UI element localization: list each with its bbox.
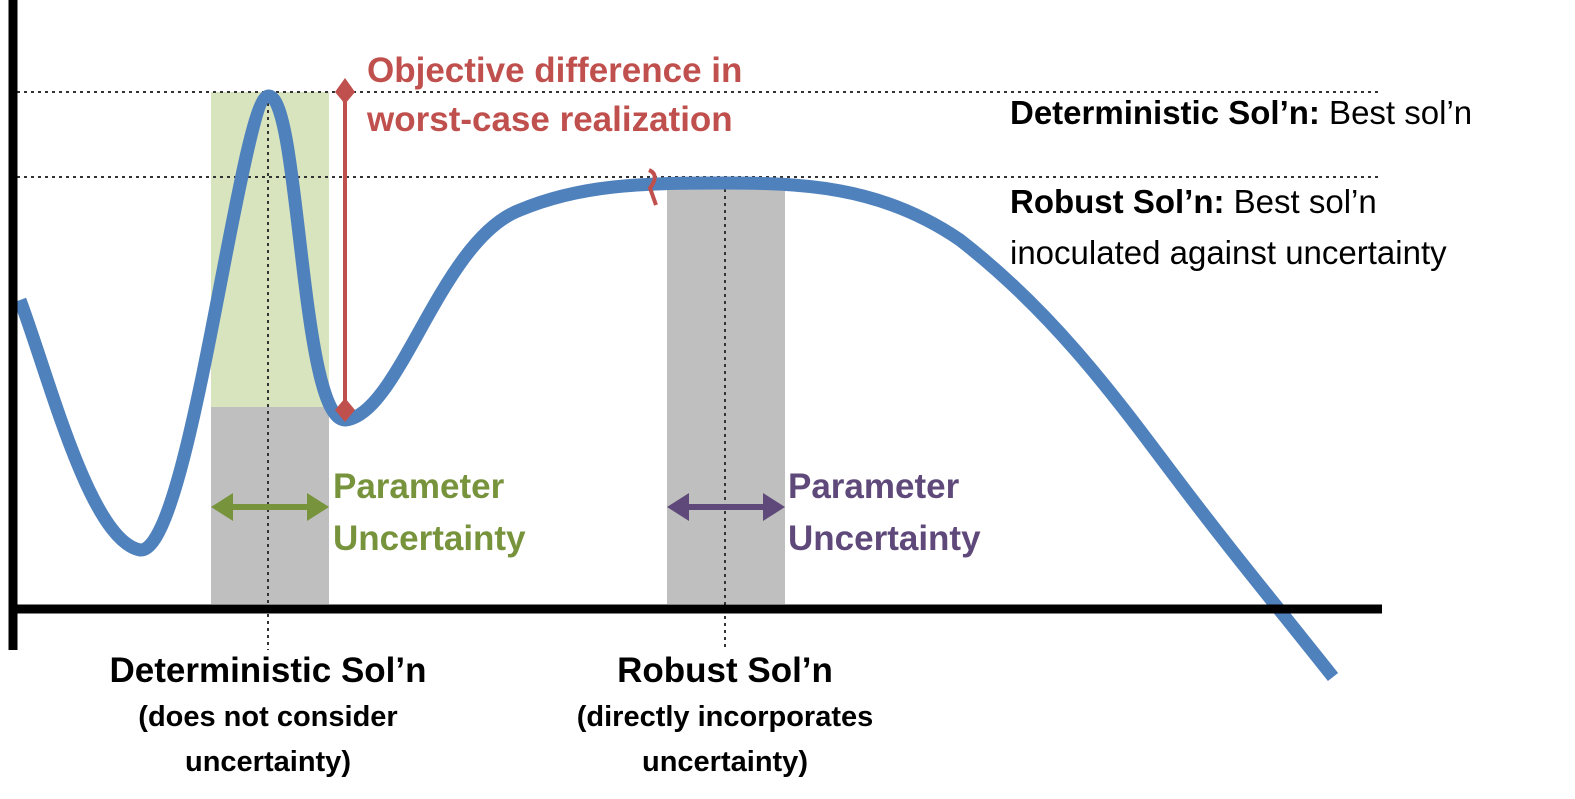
robust-uncertainty-label-1: Parameter xyxy=(788,467,960,506)
robust-uncertainty-arrow-right xyxy=(763,493,785,521)
deterministic-uncertainty-label-1: Parameter xyxy=(333,467,505,506)
deterministic-uncertainty-label-2: Uncertainty xyxy=(333,519,526,558)
objective-curve xyxy=(13,89,1339,682)
robust-solution-subtitle-1: (directly incorporates xyxy=(577,701,874,733)
robust-solution-title: Robust Sol’n xyxy=(617,651,833,690)
annotation-line-1: Objective difference in xyxy=(367,51,742,90)
deterministic-solution-subtitle-1: (does not consider xyxy=(138,701,397,733)
deterministic-legend-rest: Best sol’n xyxy=(1320,94,1472,131)
robust-legend: Robust Sol’n: Best sol’n xyxy=(1010,183,1377,220)
deterministic-solution-title: Deterministic Sol’n xyxy=(109,651,426,690)
deterministic-legend: Deterministic Sol’n: Best sol’n xyxy=(1010,94,1472,131)
robust-uncertainty-arrow-left xyxy=(667,493,689,521)
robust-legend-bold: Robust Sol’n: xyxy=(1010,183,1224,220)
objective-difference-arrow-head-top xyxy=(335,78,355,104)
robust-solution-subtitle-2: uncertainty) xyxy=(642,746,808,778)
deterministic-uncertainty-arrow-right xyxy=(307,493,329,521)
deterministic-solution-subtitle-2: uncertainty) xyxy=(185,746,351,778)
annotation-line-2: worst-case realization xyxy=(366,100,733,139)
deterministic-legend-bold: Deterministic Sol’n: xyxy=(1010,94,1320,131)
deterministic-uncertainty-arrow-left xyxy=(211,493,233,521)
robust-legend-line-2: inoculated against uncertainty xyxy=(1010,234,1447,271)
robust-worst-case-tick xyxy=(647,168,658,206)
objective-difference-arrow-head-bottom xyxy=(335,398,355,422)
robust-uncertainty-label-2: Uncertainty xyxy=(788,519,981,558)
robust-legend-rest: Best sol’n xyxy=(1224,183,1376,220)
